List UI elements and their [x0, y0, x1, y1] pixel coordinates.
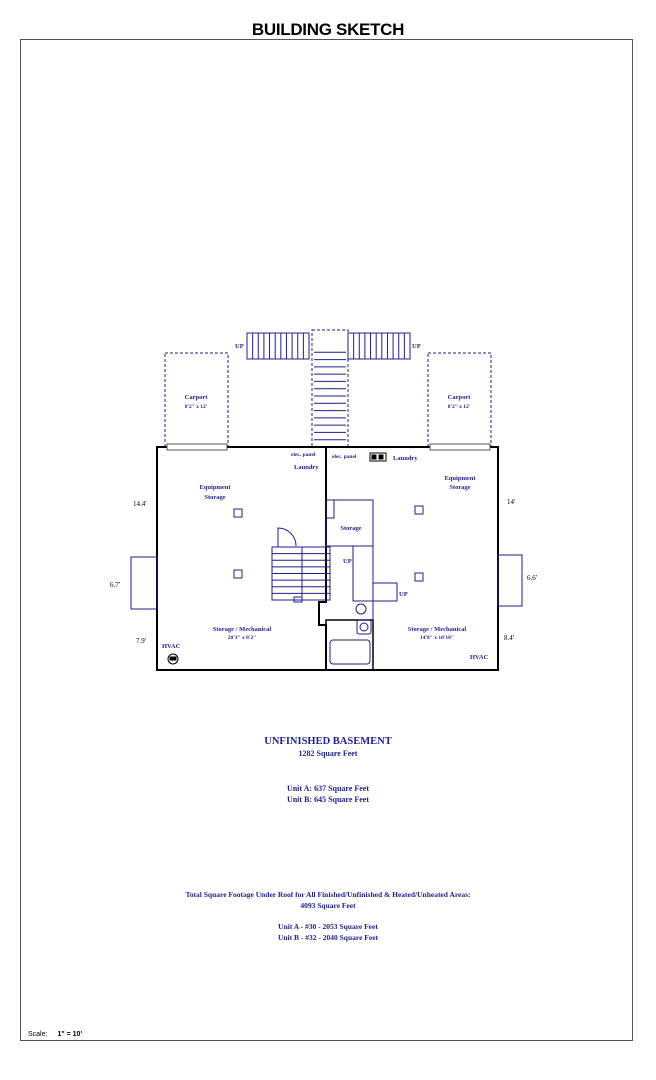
- under-roof-total: 4093 Square Feet: [300, 901, 356, 910]
- equip-a-line1: Equipment: [199, 484, 231, 491]
- scale-note: Scale: 1" = 10': [28, 1031, 82, 1038]
- unit-b-total: Unit B - #32 - 2040 Square Feet: [277, 933, 379, 942]
- storage-label: Storage: [340, 525, 361, 532]
- dim-right-top: 14': [507, 498, 515, 506]
- unit-a-sqft: Unit A: 637 Square Feet: [286, 784, 370, 793]
- top-stairs: [246, 329, 411, 448]
- interior-partitions: [325, 499, 398, 665]
- storage-mech-b-name: Storage / Mechanical: [408, 626, 467, 633]
- dim-left-mid: 6.7': [110, 581, 120, 589]
- unit-b-sqft: Unit B: 645 Square Feet: [286, 795, 370, 804]
- up-stairs-b2: UP: [399, 591, 408, 598]
- under-roof-summary: Total Square Footage Under Roof for All …: [0, 889, 656, 911]
- equip-a-line2: Storage: [204, 494, 225, 501]
- carport-left-outline: [164, 352, 229, 448]
- hvac-b-label: HVAC: [470, 654, 489, 661]
- unit-totals: Unit A - #30 - 2053 Square Feet Unit B -…: [0, 921, 656, 943]
- scale-label: Scale:: [28, 1031, 48, 1038]
- unit-a-total: Unit A - #30 - 2053 Square Feet: [278, 922, 378, 931]
- summary-heading: UNFINISHED BASEMENT: [264, 736, 392, 747]
- sketch-frame: [20, 39, 633, 1041]
- dim-right-mid: 6.6': [527, 574, 537, 582]
- basement-summary: UNFINISHED BASEMENT 1282 Square Feet: [0, 736, 656, 759]
- storage-mech-a-size: 20'3" x 8'2": [228, 635, 256, 641]
- elec-panel-b: elec. panel: [332, 454, 357, 460]
- storage-mech-a-name: Storage / Mechanical: [213, 626, 272, 633]
- equip-b-line1: Equipment: [444, 475, 476, 482]
- hvac-units: [167, 452, 387, 665]
- up-label-left: UP: [235, 343, 244, 350]
- dim-right-bottom: 8.4': [504, 634, 514, 642]
- scale-value: 1" = 10': [57, 1031, 83, 1038]
- page-title: BUILDING SKETCH: [251, 20, 405, 39]
- stairs-left: [271, 527, 331, 603]
- dim-left-top: 14.4': [133, 500, 147, 508]
- support-posts: [233, 505, 424, 582]
- basement-walls: [130, 443, 523, 671]
- carport-left-name: Carport: [185, 394, 209, 401]
- carport-right-outline: [427, 352, 492, 448]
- laundry-a: Laundry: [294, 464, 319, 471]
- dim-left-bottom: 7.9': [136, 637, 146, 645]
- laundry-b: Laundry: [393, 455, 418, 462]
- hvac-a-label: HVAC: [162, 643, 181, 650]
- elec-panel-a: elec. panel: [291, 452, 316, 458]
- summary-total: 1282 Square Feet: [298, 749, 358, 758]
- storage-mech-b-size: 14'8" x 10'10": [420, 635, 454, 641]
- carport-right-size: 8'2" x 12': [448, 404, 471, 410]
- carport-left-size: 8'2" x 12': [185, 404, 208, 410]
- under-roof-heading: Total Square Footage Under Roof for All …: [185, 890, 471, 899]
- up-stairs-b: UP: [343, 558, 352, 565]
- carport-right-name: Carport: [448, 394, 472, 401]
- equip-b-line2: Storage: [449, 484, 470, 491]
- unit-breakdown: Unit A: 637 Square Feet Unit B: 645 Squa…: [0, 783, 656, 805]
- up-label-right: UP: [412, 343, 421, 350]
